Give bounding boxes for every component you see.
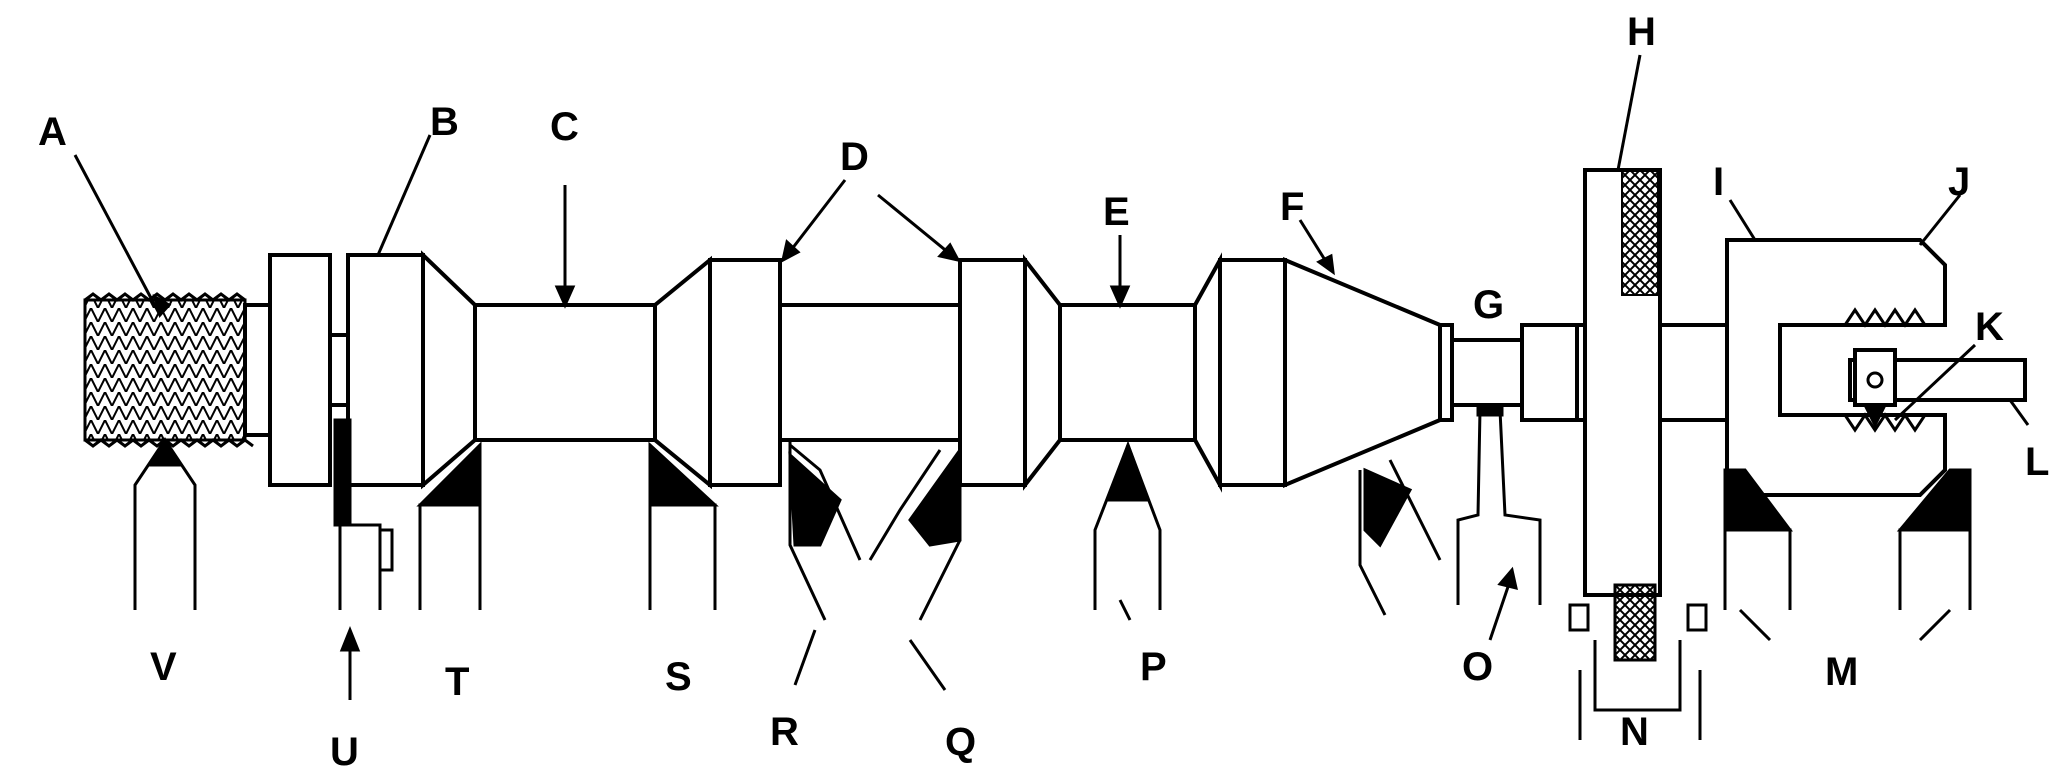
- section-e: [1058, 303, 1197, 442]
- workpiece: [83, 238, 1947, 497]
- label-i: I: [1713, 160, 1724, 204]
- label-o: O: [1462, 645, 1493, 689]
- leader-d1: [783, 179, 847, 259]
- label-r: R: [770, 710, 799, 754]
- leader-k: [1893, 343, 1977, 422]
- parting-tool: [333, 418, 394, 610]
- housing: [1725, 238, 1947, 497]
- leader-l: [2008, 399, 2030, 426]
- chamfer-tool-s: [648, 441, 719, 610]
- knurling-tool: [1568, 168, 1708, 740]
- turning-tool-p: [1093, 440, 1162, 610]
- groove: [328, 333, 350, 407]
- label-n: N: [1620, 710, 1649, 754]
- collar-d2: [958, 258, 1027, 487]
- label-e: E: [1103, 190, 1130, 234]
- taper-f: [1283, 256, 1442, 489]
- label-s: S: [665, 655, 692, 699]
- label-u: U: [330, 730, 359, 774]
- threaded-section: [83, 298, 247, 442]
- labels: A B C D E F G H I J K L M N O P Q R S T …: [38, 10, 2049, 774]
- leader-d2: [877, 193, 956, 260]
- facing-tool-r: [788, 440, 862, 621]
- leader-lines: [73, 54, 2030, 700]
- label-d: D: [840, 135, 869, 179]
- leader-b: [376, 134, 432, 256]
- tool-m-right: [1896, 468, 1972, 610]
- leader-j: [1918, 194, 1962, 246]
- groove-g: [1450, 338, 1524, 407]
- leader-i: [1728, 199, 1757, 241]
- chamfer-tool-t: [416, 441, 482, 610]
- collar-d1: [708, 258, 782, 487]
- label-a: A: [38, 110, 67, 154]
- label-b: B: [430, 100, 459, 144]
- label-m: M: [1825, 650, 1858, 694]
- label-v: V: [150, 645, 177, 689]
- leader-a: [73, 154, 162, 316]
- tool-m-left: [1723, 468, 1793, 610]
- leader-q: [908, 639, 947, 691]
- collar-1: [268, 253, 332, 487]
- label-p: P: [1140, 645, 1167, 689]
- leader-h: [1616, 54, 1642, 171]
- label-h: H: [1627, 10, 1656, 54]
- threading-tool: [133, 437, 197, 610]
- leader-m-left: [1738, 608, 1772, 642]
- label-g: G: [1473, 283, 1504, 327]
- label-q: Q: [945, 720, 976, 764]
- label-c: C: [550, 105, 579, 149]
- label-l: L: [2025, 440, 2049, 484]
- leader-m-right: [1918, 608, 1952, 642]
- label-f: F: [1280, 185, 1304, 229]
- collar-b: [346, 253, 425, 487]
- label-k: K: [1975, 305, 2004, 349]
- leader-r: [793, 629, 817, 686]
- facing-tool-q: [868, 445, 962, 621]
- section-c: [473, 303, 657, 442]
- boring-bar: [1848, 348, 2027, 429]
- label-t: T: [445, 660, 469, 704]
- taper-tool: [1358, 459, 1442, 616]
- leader-p: [1118, 599, 1132, 621]
- grooving-tool-o: [1456, 403, 1542, 605]
- label-j: J: [1948, 160, 1970, 204]
